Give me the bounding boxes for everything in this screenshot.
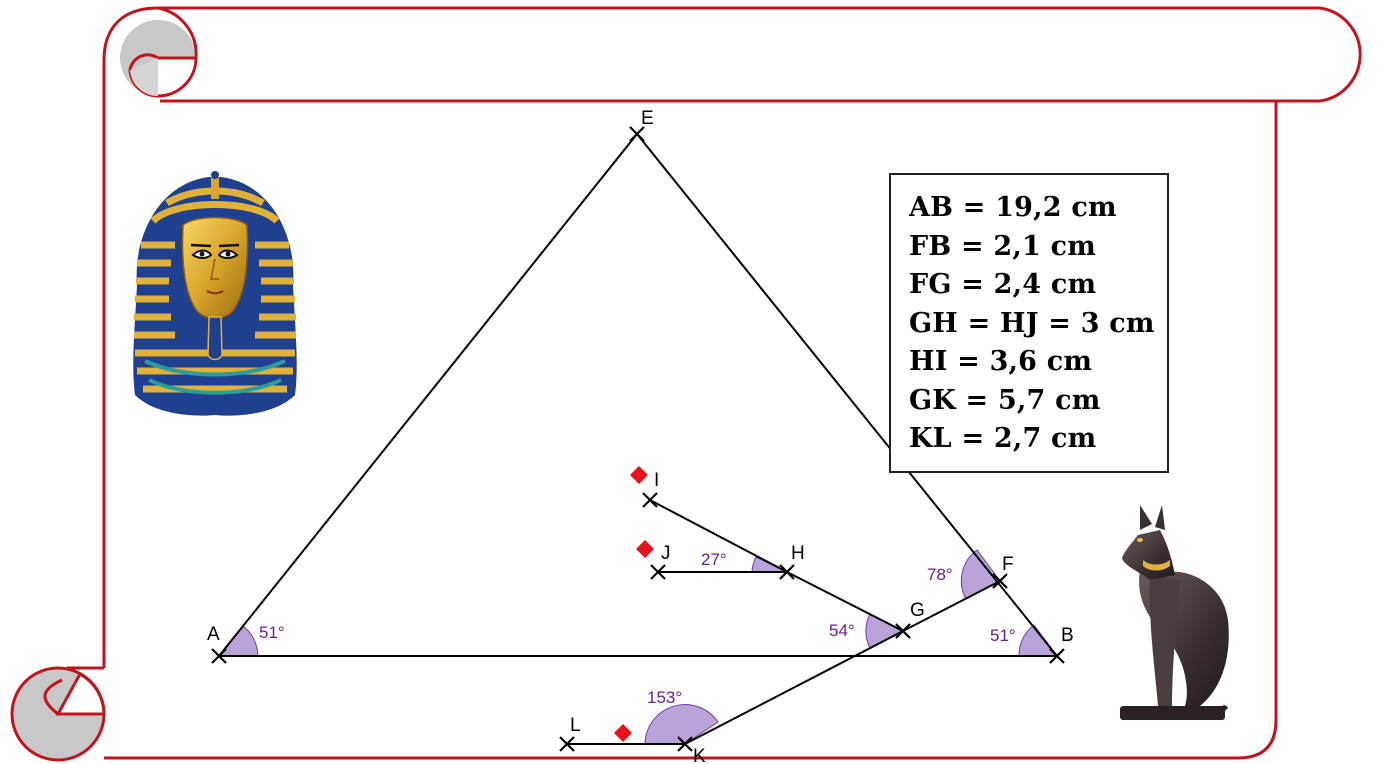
point-marks [211, 126, 1065, 752]
segment-GF [902, 580, 1001, 632]
segment-AE [218, 133, 638, 657]
segment-EB [636, 133, 1058, 657]
angle-label-K: 153° [647, 688, 682, 707]
diamond-marker-icon [636, 540, 654, 558]
angle-label-B: 51° [990, 626, 1016, 645]
scroll-right-edge [104, 101, 1278, 760]
angle-arc-G [865, 613, 905, 649]
segment-HG [786, 571, 904, 632]
measurement-AB: AB = 19,2 cm [909, 192, 1117, 223]
angle-arc-F [960, 549, 1001, 600]
diamond-marker-icon [630, 466, 648, 484]
scroll-bottom-curl [10, 666, 106, 762]
segments [218, 133, 1058, 745]
point-mark-F [992, 573, 1008, 589]
pharaoh-mask-icon [133, 171, 297, 416]
point-mark-L [559, 736, 575, 752]
angle-arc-K [644, 704, 719, 745]
point-mark-G [895, 623, 911, 639]
point-mark-E [629, 126, 645, 142]
point-mark-I [642, 492, 658, 508]
measurement-GK: GK = 5,7 cm [909, 384, 1101, 416]
label-point-J: J [661, 543, 671, 564]
label-point-A: A [207, 624, 220, 645]
point-mark-H [779, 564, 795, 580]
label-point-B: B [1061, 625, 1074, 646]
segment-IH [649, 499, 788, 573]
scroll-top-roll [158, 6, 1362, 103]
label-point-H: H [791, 543, 805, 564]
scroll-top-curl [120, 6, 198, 98]
label-point-L: L [570, 715, 581, 736]
measurement-FB: FB = 2,1 cm [909, 230, 1096, 262]
label-point-I: I [654, 470, 659, 491]
label-point-K: K [693, 746, 706, 764]
angle-label-F: 78° [927, 565, 953, 584]
angle-markers [217, 549, 1058, 745]
measurement-FG: FG = 2,4 cm [909, 269, 1097, 300]
measurement-GH-HJ: GH = HJ = 3 cm [909, 307, 1155, 339]
point-mark-B [1049, 648, 1065, 664]
point-mark-J [650, 564, 666, 580]
angle-label-A: 51° [259, 623, 285, 642]
point-mark-K [677, 736, 693, 752]
measurements-box: AB = 19,2 cm FB = 2,1 cm FG = 2,4 cm GH … [889, 173, 1169, 473]
scroll-left-edge [102, 6, 159, 668]
label-point-G: G [910, 600, 925, 621]
point-mark-A [211, 648, 227, 664]
diamond-markers [614, 466, 654, 742]
angle-label-H: 27° [701, 550, 727, 569]
bastet-cat-icon [1120, 505, 1229, 720]
measurement-HI: HI = 3,6 cm [909, 346, 1093, 377]
label-point-E: E [641, 108, 654, 129]
label-point-F: F [1002, 554, 1014, 575]
segment-GK [684, 630, 904, 745]
measurement-KL: KL = 2,7 cm [909, 423, 1097, 454]
scroll-frame [66, 6, 1362, 760]
diamond-marker-icon [614, 724, 632, 742]
angle-label-G: 54° [829, 621, 855, 640]
